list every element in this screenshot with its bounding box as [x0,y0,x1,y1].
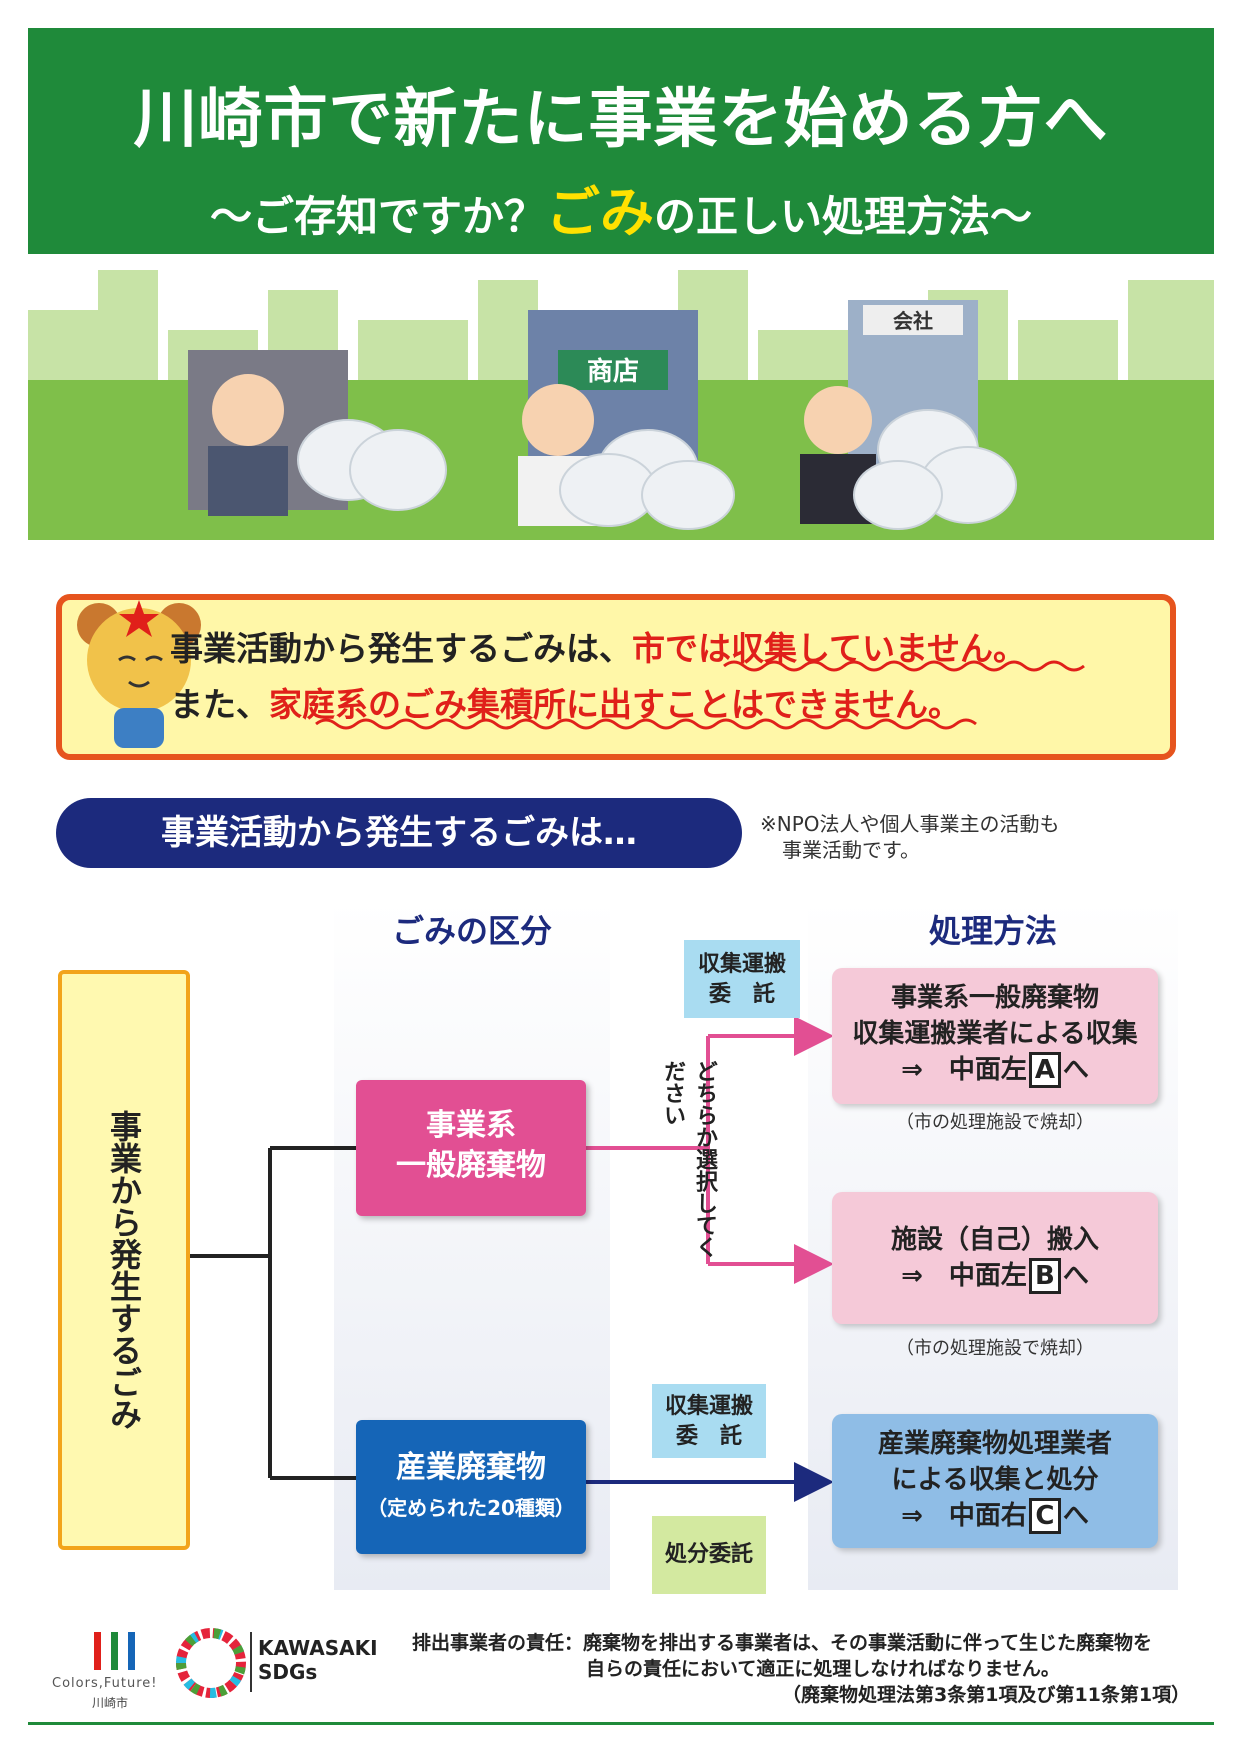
footer-line-2: 自らの責任において適正に処理しなければなりません。 [586,1658,1060,1680]
res2-arrow: ⇒ 中面左 [901,1261,1027,1291]
notice-line-2: また、家庭系のごみ集積所に出すことはできません。 [170,678,961,726]
kawasaki-city-logo [94,1632,135,1670]
res3-line2: による収集と処分 [891,1465,1099,1495]
category-column-heading: ごみの区分 [391,912,552,950]
res2-caption: （市の処理施設で焼却） [896,1338,1094,1359]
category-industrial-waste: 産業廃棄物 （定められた20種類） [356,1420,586,1554]
subtitle-pre: ～ご存知ですか？ [209,192,546,241]
notice-line2-pre: また、 [170,685,269,724]
tag2-line1: 収集運搬 [664,1394,753,1419]
garbage-bags [297,409,1017,530]
cat1-line1: 事業系 [426,1108,516,1143]
businessman-figure [208,374,288,516]
tag1-line1: 収集運搬 [697,952,786,977]
res1-arrow: ⇒ 中面左 [901,1055,1027,1085]
sdgs-line1: KAWASAKI [258,1636,378,1660]
header-banner: 川崎市で新たに事業を始める方へ ～ご存知ですか？ごみの正しい処理方法～ [28,28,1214,254]
page-title: 川崎市で新たに事業を始める方へ [133,83,1109,157]
res1-caption: （市の処理施設で焼却） [896,1112,1094,1133]
notice-line2-emph: 家庭系のごみ集積所に出すことはできません。 [269,685,962,724]
subtitle-post: の正しい処理方法～ [654,192,1033,241]
res3-to: へ [1062,1501,1089,1531]
tag-collection-contract-1: 収集運搬 委 託 [684,940,800,1018]
res1-to: へ [1062,1055,1089,1085]
res3-line1: 産業廃棄物処理業者 [877,1429,1112,1459]
res2-to: へ [1062,1261,1089,1291]
cat1-line2: 一般廃棄物 [396,1148,546,1183]
res2-line1: 施設（自己）搬入 [890,1225,1099,1255]
section-pill: 事業活動から発生するごみは… [56,798,742,868]
tag2-line2: 委 託 [675,1424,742,1449]
footer-line-3: （廃棄物処理法第3条第1項及び第11条第1項） [782,1684,1191,1706]
subtitle-highlight: ごみ [546,181,654,244]
choose-one-label: どちらか選択してください [660,1060,717,1258]
notice-box [56,594,1176,760]
res3-arrow: ⇒ 中面右 [901,1501,1027,1531]
page-subtitle: ～ご存知ですか？ごみの正しい処理方法～ [28,168,1214,247]
notice-line1-pre: 事業活動から発生するごみは、 [170,629,632,668]
logo-divider [250,1632,252,1692]
shop-sign: 商店 [587,356,639,387]
tag-disposal-contract: 処分委託 [652,1516,766,1594]
town-illustration: 商店 会社 [28,270,1214,540]
logo-tagline: Colors,Future! [52,1676,158,1691]
npo-note-line1: ※NPO法人や個人事業主の活動も [760,812,1060,836]
cat2-line2: （定められた20種類） [367,1496,575,1520]
source-box [58,970,190,1550]
kawasaki-sdgs-logo: KAWASAKI SDGs [258,1636,378,1684]
category-general-waste: 事業系 一般廃棄物 [356,1080,586,1216]
notice-line-1: 事業活動から発生するごみは、市では収集していません。 [170,622,1026,670]
source-label: 事業から発生するごみ [105,1110,143,1430]
company-sign: 会社 [893,309,933,333]
footer-line-1: 排出事業者の責任：廃棄物を排出する事業者は、その事業活動に伴って生じた廃棄物を [412,1632,1153,1654]
tag-collection-contract-2: 収集運搬 委 託 [652,1384,766,1458]
sdgs-line2: SDGs [258,1660,318,1684]
tag1-line2: 委 託 [708,982,775,1007]
npo-note-line2: 事業活動です。 [782,838,920,862]
res1-line2: 収集運搬業者による収集 [852,1019,1138,1049]
sdgs-wheel-icon [176,1628,246,1698]
bottom-rule [28,1722,1214,1725]
res1-key: A [1028,1052,1061,1088]
res3-key: C [1028,1498,1061,1534]
cat2-line1: 産業廃棄物 [396,1450,546,1485]
mascot-icon [77,600,201,748]
res2-key: B [1028,1258,1061,1294]
logo-city-name: 川崎市 [92,1696,129,1710]
method-column-heading: 処理方法 [928,912,1057,950]
res1-line1: 事業系一般廃棄物 [890,983,1099,1013]
